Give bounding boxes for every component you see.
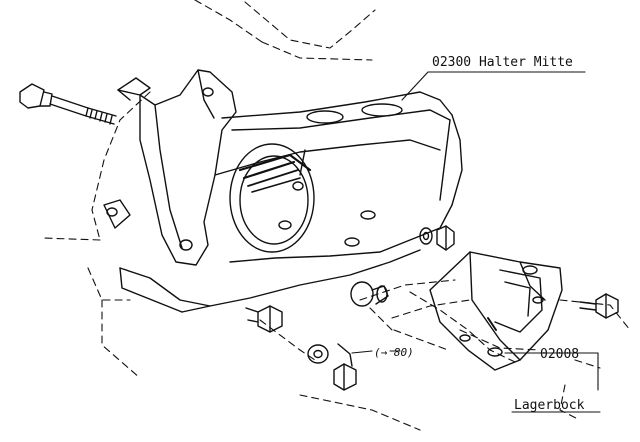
long-bolt — [19, 83, 117, 125]
washer-nut-pair — [419, 225, 455, 251]
right-side-bolt — [579, 293, 619, 319]
label-ref-80: (→ 80) — [374, 346, 414, 359]
dashed-vehicle-outline — [41, 0, 631, 431]
leader-halter-mitte — [401, 71, 586, 101]
leader-ref-80 — [351, 350, 401, 354]
lagerbock-bracket — [429, 251, 563, 371]
bottom-washer-nut — [307, 343, 357, 391]
lower-bolt-nut — [245, 305, 283, 333]
leader-lines — [351, 71, 599, 391]
halter-mitte-bracket — [103, 69, 463, 313]
label-halter-mitte: 02300 Halter Mitte — [432, 55, 573, 70]
label-lagerbock: Lagerbock — [514, 398, 585, 413]
label-02008: 02008 — [540, 347, 579, 362]
leader-02008 — [504, 352, 599, 391]
rubber-bushing — [350, 281, 389, 307]
